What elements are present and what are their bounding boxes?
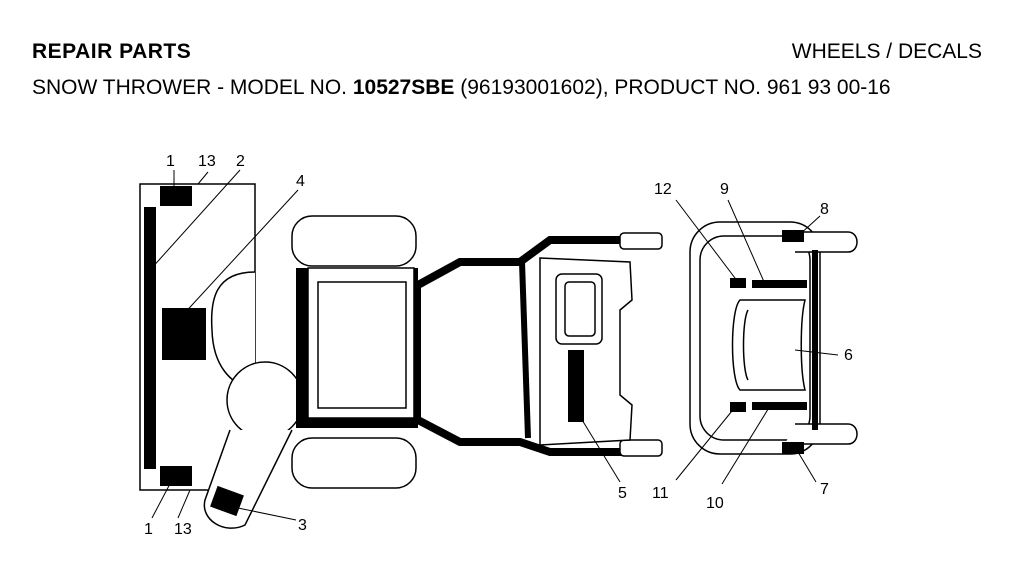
housing-decal-strip	[144, 207, 156, 469]
model-subtitle: SNOW THROWER - MODEL NO. 10527SBE (96193…	[32, 76, 891, 100]
dash-edge-strip	[812, 250, 818, 430]
callout-4: 4	[296, 173, 305, 190]
callout-10: 10	[706, 495, 724, 512]
subtitle-suffix: (96193001602), PRODUCT NO. 961 93 00-16	[454, 76, 891, 99]
subtitle-prefix: SNOW THROWER - MODEL NO.	[32, 76, 353, 99]
decal-1-top	[160, 186, 192, 206]
auger-housing-view	[139, 183, 304, 529]
model-number: 10527SBE	[352, 76, 455, 99]
callout-2: 2	[236, 153, 245, 170]
grip-bottom	[619, 439, 663, 457]
decal-11	[730, 402, 746, 412]
callout-13-bottom: 13	[174, 521, 192, 538]
wheel-top	[291, 215, 417, 267]
grip-top	[619, 232, 663, 250]
wheel-bottom	[291, 437, 417, 489]
callout-8: 8	[820, 201, 829, 218]
panel-window-inner	[564, 281, 596, 337]
decal-8	[782, 230, 804, 242]
decal-10	[752, 402, 807, 410]
decal-3	[210, 485, 244, 517]
section-title: WHEELS / DECALS	[791, 40, 982, 63]
callout-1-bottom: 1	[144, 521, 153, 538]
dash-recess	[742, 309, 749, 381]
callout-1-top: 1	[166, 153, 175, 170]
callout-9: 9	[720, 181, 729, 198]
decal-12	[730, 278, 746, 288]
handle-rail-bottom	[416, 416, 622, 456]
callout-5: 5	[618, 485, 627, 502]
decal-9	[752, 280, 807, 288]
chute-base	[226, 361, 304, 439]
decal-1-bottom	[160, 466, 192, 486]
callout-6: 6	[844, 347, 853, 364]
decal-4	[162, 308, 206, 360]
callout-11: 11	[652, 485, 669, 502]
frame-view	[291, 215, 663, 489]
engine-top	[317, 281, 407, 409]
callout-12: 12	[654, 181, 672, 198]
handle-rail-top	[416, 236, 622, 289]
callout-7: 7	[820, 481, 829, 498]
dash-center	[731, 299, 806, 391]
callout-13-top: 13	[198, 153, 216, 170]
decal-5	[568, 350, 584, 422]
dash-view	[689, 221, 858, 455]
page-title: REPAIR PARTS	[32, 40, 192, 63]
leader-lines	[149, 169, 839, 521]
callout-3: 3	[298, 517, 307, 534]
decal-7	[782, 442, 804, 454]
handle-loop-bottom	[785, 423, 858, 445]
